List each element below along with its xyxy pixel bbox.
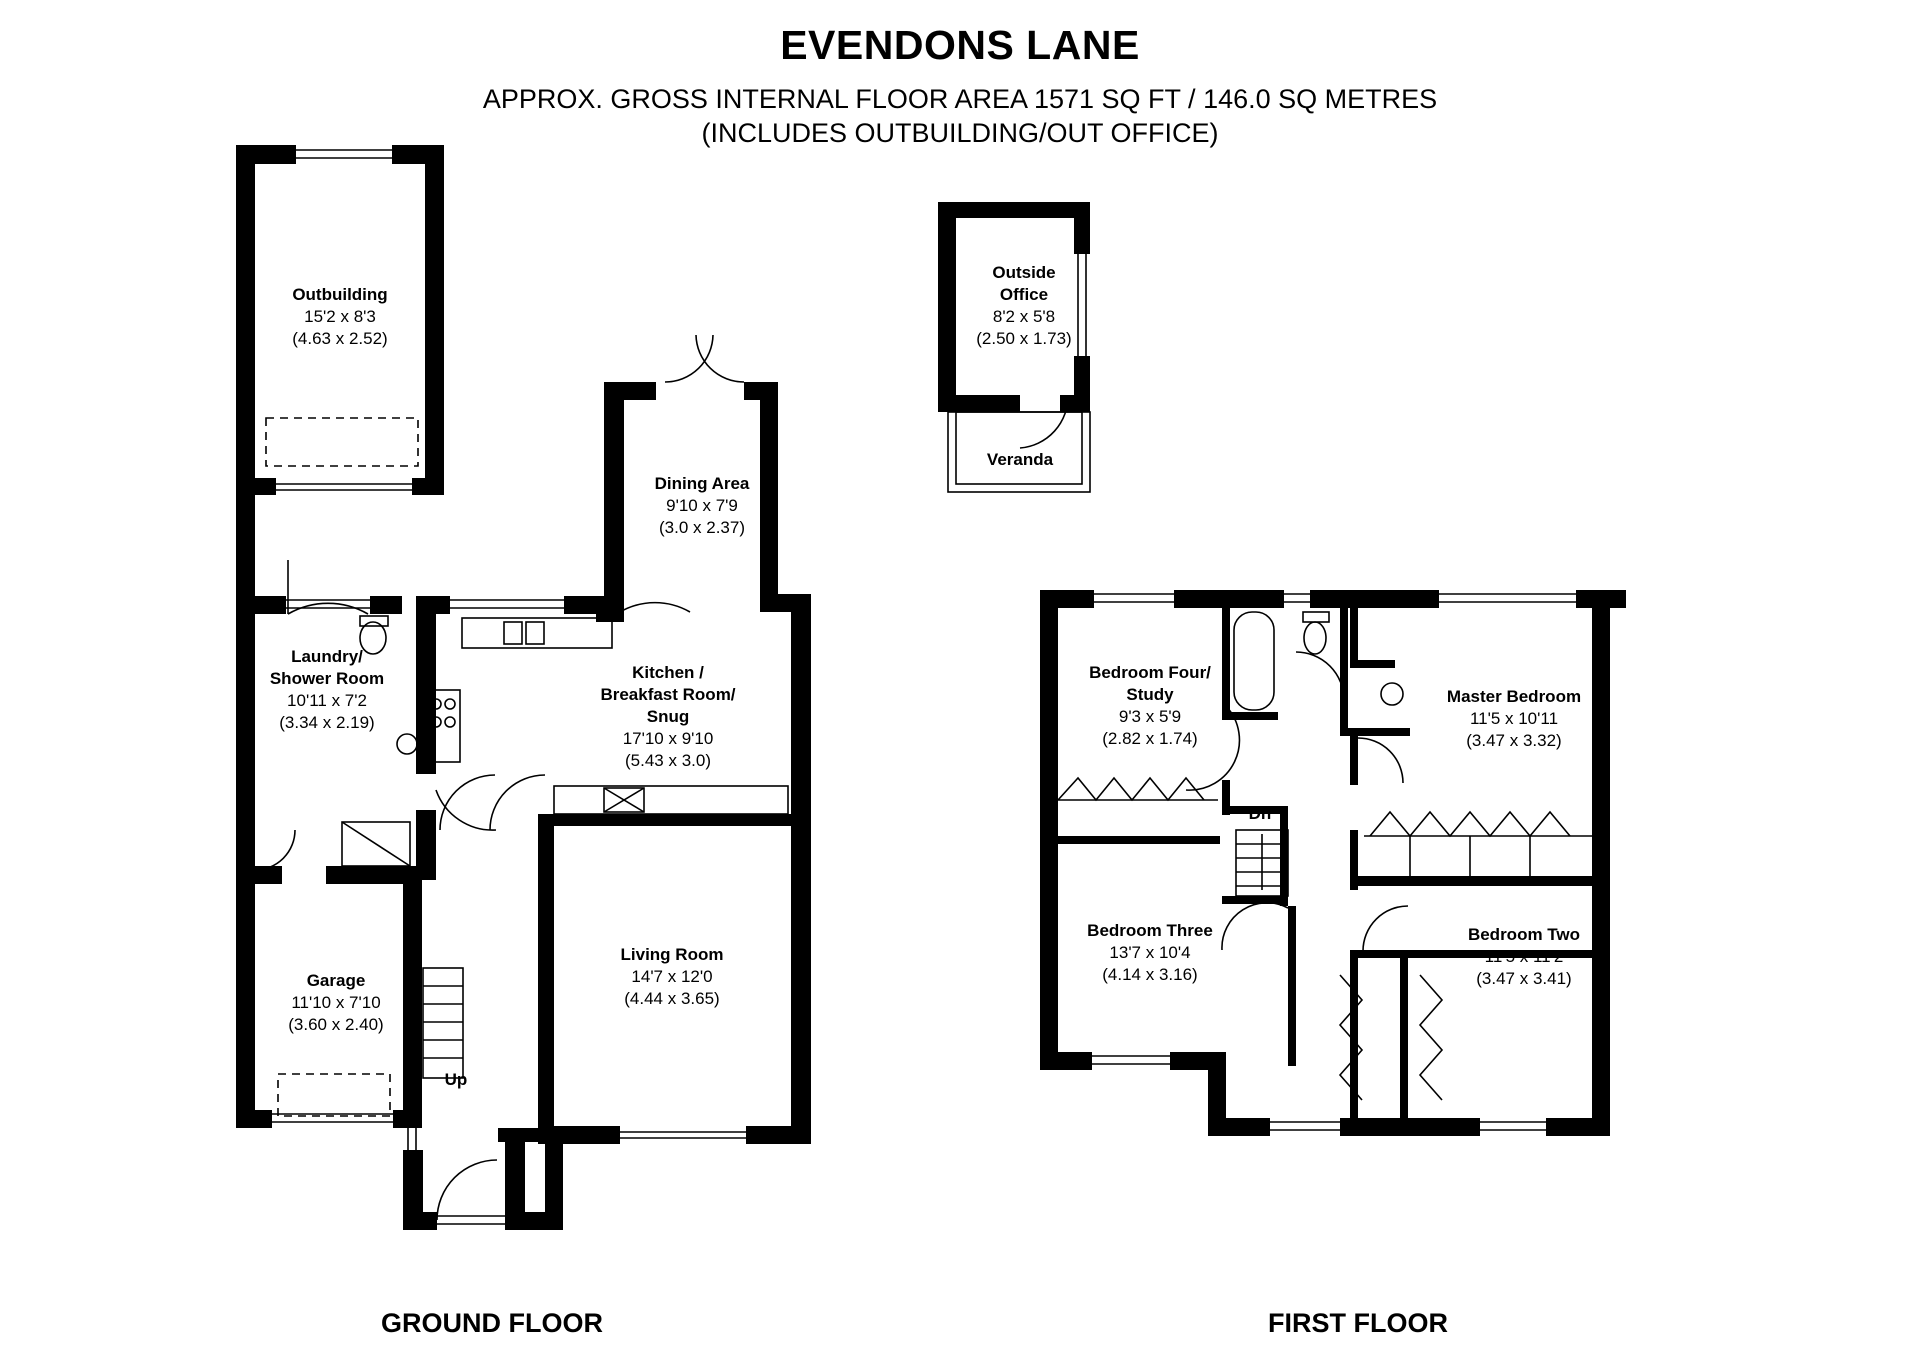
room-name: Kitchen / — [632, 663, 704, 682]
room-imperial: 9'3 x 5'9 — [1118, 707, 1182, 726]
room-outbuilding: Outbuilding 15'2 x 8'3 (4.63 x 2.52) — [230, 284, 450, 350]
room-name: Master Bedroom — [1446, 687, 1582, 706]
room-imperial: 11'10 x 7'10 — [291, 993, 381, 1012]
room-metric: (2.50 x 1.73) — [976, 329, 1072, 348]
room-imperial: 11'5 x 10'11 — [1469, 709, 1559, 728]
room-metric: (3.0 x 2.37) — [659, 518, 745, 537]
room-name: Bedroom Two — [1467, 925, 1581, 944]
room-name: Living Room — [620, 945, 724, 964]
stairs-down-label: Dn — [1248, 804, 1272, 823]
room-bedroom-four: Bedroom Four/ Study 9'3 x 5'9 (2.82 x 1.… — [1040, 662, 1260, 750]
room-imperial: 15'2 x 8'3 — [304, 307, 376, 326]
room-kitchen: Kitchen / Breakfast Room/ Snug 17'10 x 9… — [558, 662, 778, 772]
room-name: Outside — [992, 263, 1056, 282]
room-garage: Garage 11'10 x 7'10 (3.60 x 2.40) — [226, 970, 446, 1036]
room-metric: (3.47 x 3.32) — [1466, 731, 1562, 750]
room-name: Snug — [646, 707, 690, 726]
room-dining-area: Dining Area 9'10 x 7'9 (3.0 x 2.37) — [592, 473, 812, 539]
floor-area-line: APPROX. GROSS INTERNAL FLOOR AREA 1571 S… — [482, 84, 1438, 114]
room-imperial: 17'10 x 9'10 — [622, 729, 714, 748]
room-metric: (2.82 x 1.74) — [1102, 729, 1198, 748]
room-metric: (5.43 x 3.0) — [625, 751, 711, 770]
page-title: EVENDONS LANE — [780, 22, 1140, 68]
room-metric: (3.34 x 2.19) — [279, 713, 375, 732]
includes-line: (INCLUDES OUTBUILDING/OUT OFFICE) — [701, 118, 1219, 148]
room-metric: (3.60 x 2.40) — [288, 1015, 384, 1034]
room-imperial: 14'7 x 12'0 — [631, 967, 713, 986]
room-name: Laundry/ — [291, 647, 363, 666]
room-imperial: 9'10 x 7'9 — [666, 496, 738, 515]
stairs-up-label: Up — [444, 1070, 468, 1089]
room-living: Living Room 14'7 x 12'0 (4.44 x 3.65) — [562, 944, 782, 1010]
room-bedroom-two: Bedroom Two 11'5 x 11'2 (3.47 x 3.41) — [1414, 924, 1634, 990]
room-metric: (4.44 x 3.65) — [624, 989, 720, 1008]
room-metric: (4.14 x 3.16) — [1102, 965, 1198, 984]
room-imperial: 13'7 x 10'4 — [1109, 943, 1191, 962]
ground-floor-label: GROUND FLOOR — [381, 1308, 603, 1338]
walls — [236, 145, 1626, 1230]
room-outside-office: Outside Office 8'2 x 5'8 (2.50 x 1.73) — [914, 262, 1134, 350]
room-bedroom-three: Bedroom Three 13'7 x 10'4 (4.14 x 3.16) — [1040, 920, 1260, 986]
first-floor-label: FIRST FLOOR — [1268, 1308, 1448, 1338]
room-name: Shower Room — [269, 669, 385, 688]
room-name: Breakfast Room/ — [600, 685, 736, 704]
room-name: Dining Area — [654, 474, 750, 493]
room-name: Bedroom Three — [1087, 921, 1213, 940]
room-name: Study — [1126, 685, 1174, 704]
room-name: Garage — [306, 971, 366, 990]
room-metric: (3.47 x 3.41) — [1476, 969, 1572, 988]
room-name: Outbuilding — [292, 285, 388, 304]
room-master-bedroom: Master Bedroom 11'5 x 10'11 (3.47 x 3.32… — [1404, 686, 1624, 752]
room-name: Bedroom Four/ — [1089, 663, 1211, 682]
thin-details — [254, 149, 1592, 1225]
room-imperial: 11'5 x 11'2 — [1484, 947, 1564, 966]
room-veranda: Veranda — [986, 450, 1054, 469]
room-name: Office — [999, 285, 1049, 304]
room-imperial: 10'11 x 7'2 — [287, 691, 367, 710]
room-metric: (4.63 x 2.52) — [292, 329, 388, 348]
room-imperial: 8'2 x 5'8 — [992, 307, 1056, 326]
room-laundry-shower: Laundry/ Shower Room 10'11 x 7'2 (3.34 x… — [217, 646, 437, 734]
